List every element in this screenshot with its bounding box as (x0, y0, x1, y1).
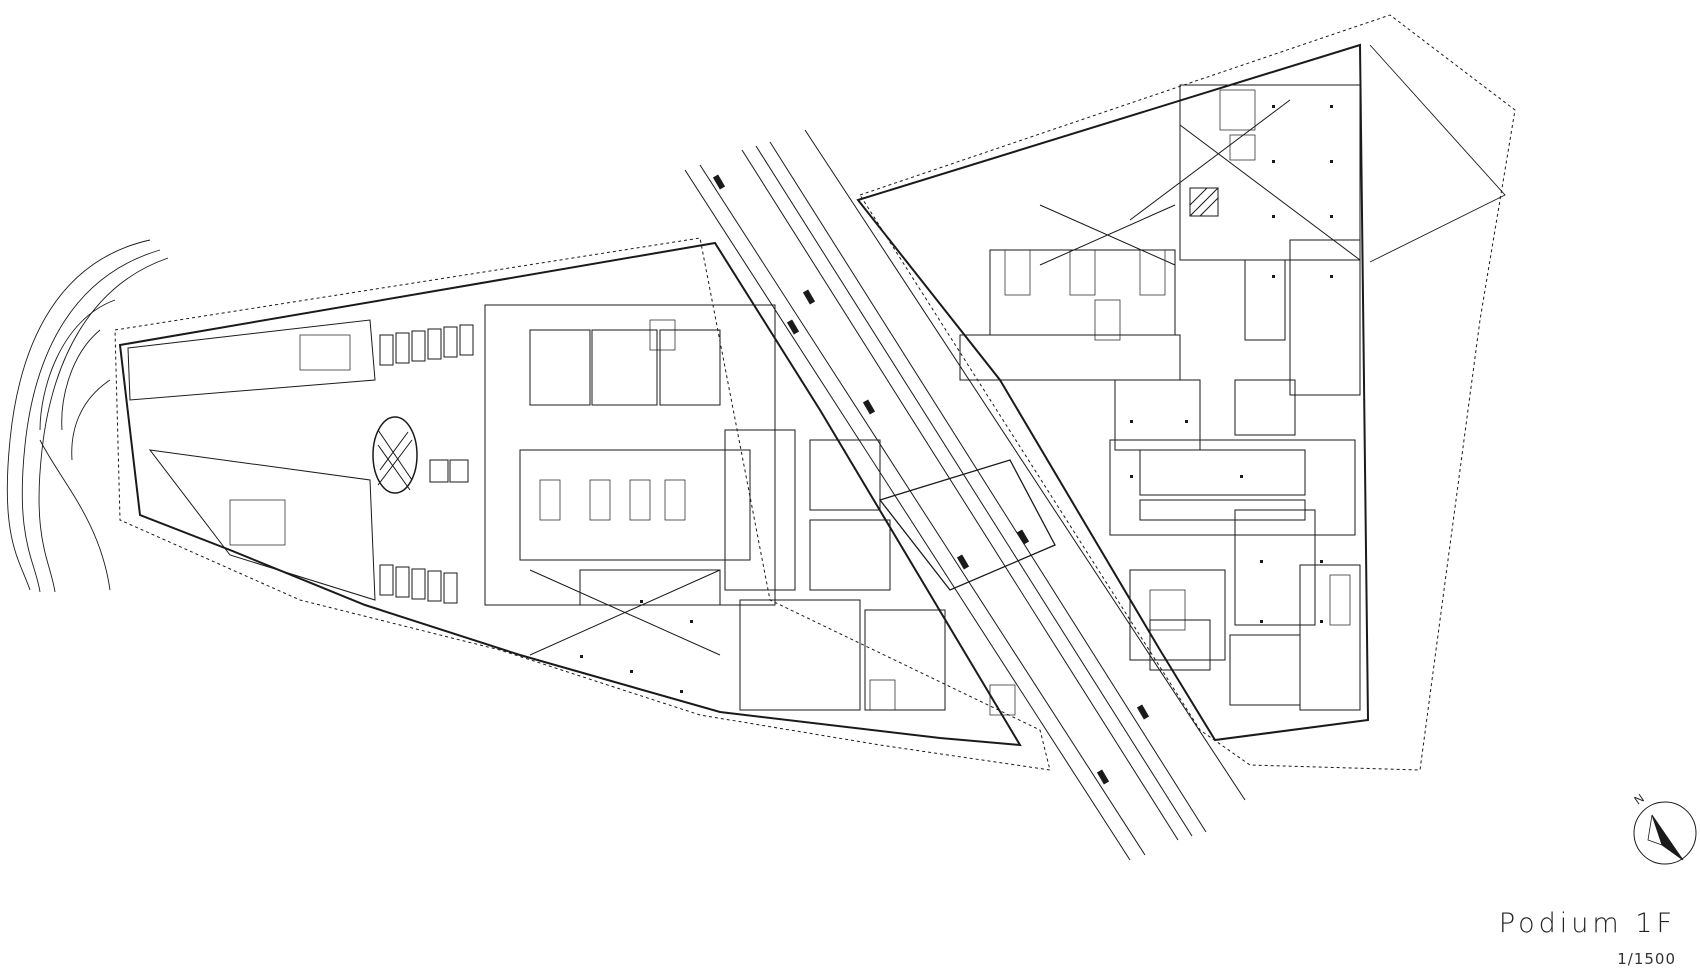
access-road-curves (6, 239, 169, 593)
plan-scale: 1/1500 (1617, 950, 1676, 968)
plan-title: Podium 1F (1498, 908, 1676, 939)
north-label: N (1632, 791, 1647, 807)
west-building-outline (118, 241, 1022, 747)
stair-cores (229, 89, 1351, 716)
site-boundary-east (859, 14, 1516, 771)
east-building-outline (856, 43, 1370, 742)
west-core-block (484, 304, 946, 711)
parking-stalls (379, 324, 474, 604)
oval-ramp (372, 416, 418, 494)
hatched-room (1189, 187, 1219, 217)
road-lane-marks (712, 174, 1150, 785)
structural-columns (580, 105, 1333, 693)
north-arrow: N (1632, 791, 1697, 865)
site-boundary-west (114, 237, 1051, 771)
east-interior-rooms (959, 84, 1361, 711)
highway-road (684, 129, 1246, 861)
